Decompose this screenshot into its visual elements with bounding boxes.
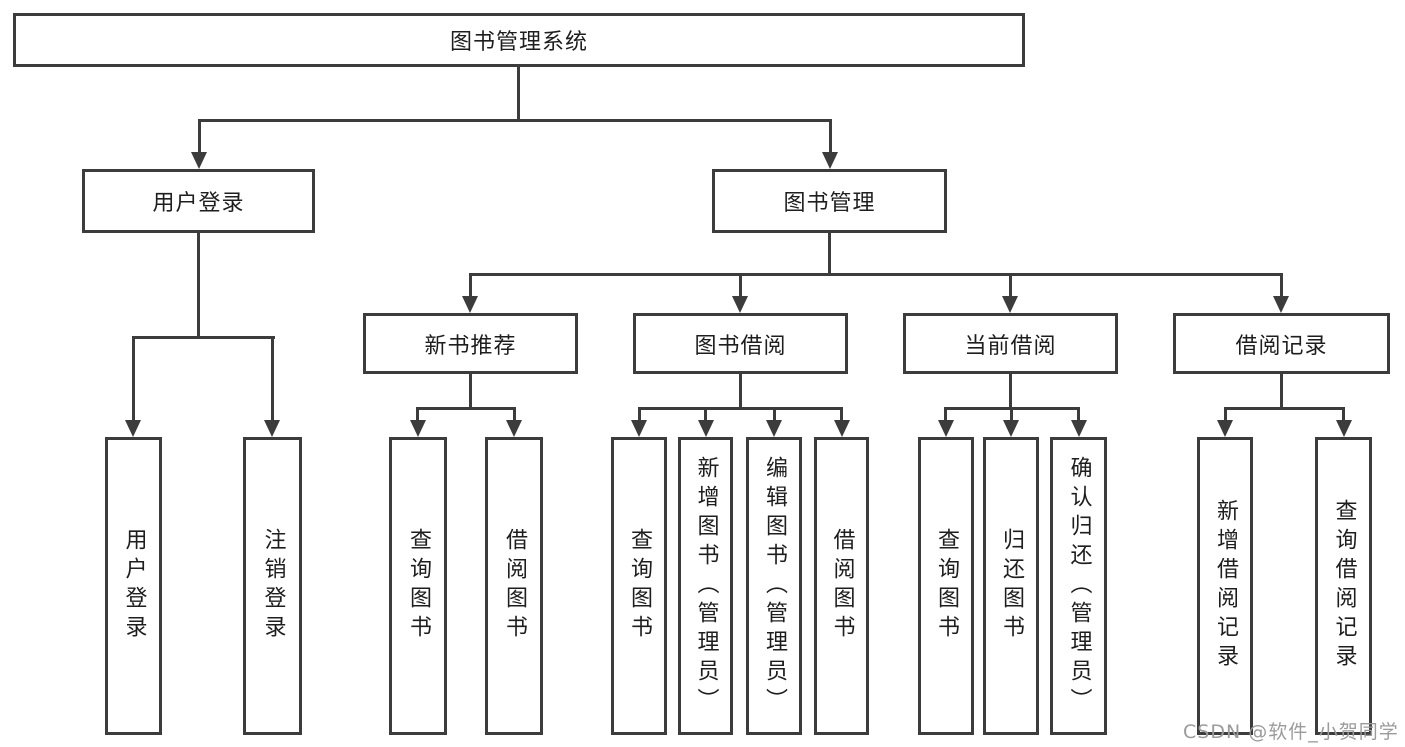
connector-segment bbox=[638, 407, 641, 423]
leaf-add-borrow-record: 新增借阅记录 bbox=[1197, 437, 1253, 735]
node-label: 用户登录 bbox=[152, 191, 245, 216]
node-label: 图书管理系统 bbox=[449, 30, 588, 55]
arrowhead-down-icon bbox=[834, 420, 850, 437]
connector-segment bbox=[132, 336, 135, 422]
arrowhead-down-icon bbox=[822, 152, 838, 169]
leaf-label: 新增图书（管理员） bbox=[693, 455, 719, 717]
leaf-borrow-books-recommend: 借阅图书 bbox=[485, 437, 543, 735]
arrowhead-down-icon bbox=[410, 420, 426, 437]
leaf-label: 用户登录 bbox=[121, 528, 147, 644]
connector-segment bbox=[1224, 407, 1344, 410]
connector-segment bbox=[840, 407, 843, 423]
leaf-query-borrow-record: 查询借阅记录 bbox=[1315, 437, 1372, 735]
connector-segment bbox=[828, 233, 831, 273]
connector-segment bbox=[739, 374, 742, 407]
node-label: 新书推荐 bbox=[424, 333, 517, 359]
connector-segment bbox=[469, 273, 1282, 276]
arrowhead-down-icon bbox=[1071, 420, 1087, 437]
arrowhead-down-icon bbox=[125, 420, 141, 437]
connector-segment bbox=[704, 407, 707, 423]
arrowhead-down-icon bbox=[732, 296, 748, 313]
arrowhead-down-icon bbox=[506, 420, 522, 437]
connector-segment bbox=[1009, 273, 1012, 299]
connector-segment bbox=[469, 374, 472, 407]
node-current-borrowing: 当前借阅 bbox=[903, 313, 1118, 374]
leaf-query-books-borrow: 查询图书 bbox=[611, 437, 667, 735]
connector-segment bbox=[1009, 374, 1012, 407]
arrowhead-down-icon bbox=[698, 420, 714, 437]
leaf-label: 确认归还（管理员） bbox=[1066, 455, 1092, 717]
leaf-label: 编辑图书（管理员） bbox=[762, 455, 787, 717]
connector-segment bbox=[638, 407, 843, 410]
leaf-query-books-current: 查询图书 bbox=[918, 437, 974, 735]
connector-segment bbox=[944, 407, 947, 423]
connector-segment bbox=[829, 119, 832, 157]
connector-segment bbox=[517, 67, 520, 119]
connector-segment bbox=[1224, 407, 1227, 423]
leaf-label: 新增借阅记录 bbox=[1213, 499, 1238, 673]
leaf-label: 查询图书 bbox=[934, 528, 959, 644]
node-book-borrowing: 图书借阅 bbox=[633, 313, 848, 374]
arrowhead-down-icon bbox=[191, 152, 207, 169]
connector-segment bbox=[739, 273, 742, 299]
arrowhead-down-icon bbox=[766, 420, 782, 437]
connector-segment bbox=[1280, 374, 1283, 407]
node-library-management-system: 图书管理系统 bbox=[13, 13, 1025, 67]
leaf-label: 借阅图书 bbox=[829, 528, 855, 644]
connector-segment bbox=[198, 119, 201, 157]
node-label: 图书管理 bbox=[783, 191, 876, 216]
leaf-add-book-admin: 新增图书（管理员） bbox=[678, 437, 733, 735]
node-user-login: 用户登录 bbox=[82, 169, 315, 233]
connector-segment bbox=[773, 407, 776, 423]
connector-segment bbox=[198, 119, 832, 122]
connector-segment bbox=[271, 336, 274, 422]
leaf-label: 查询图书 bbox=[627, 528, 652, 644]
leaf-label: 借阅图书 bbox=[502, 528, 527, 644]
node-label: 借阅记录 bbox=[1235, 333, 1328, 359]
connector-segment bbox=[1077, 407, 1080, 423]
leaf-borrow-books: 借阅图书 bbox=[814, 437, 869, 735]
csdn-watermark: CSDN @软件_小贺同学 bbox=[1183, 721, 1399, 743]
node-new-book-recommend: 新书推荐 bbox=[363, 313, 578, 374]
node-label: 当前借阅 bbox=[964, 333, 1057, 359]
arrowhead-down-icon bbox=[462, 296, 478, 313]
leaf-edit-book-admin: 编辑图书（管理员） bbox=[746, 437, 802, 735]
node-label: 图书借阅 bbox=[694, 333, 787, 359]
connector-segment bbox=[1280, 273, 1283, 299]
connector-segment bbox=[197, 233, 200, 336]
leaf-logout: 注销登录 bbox=[243, 437, 302, 735]
arrowhead-down-icon bbox=[631, 420, 647, 437]
node-book-management: 图书管理 bbox=[712, 169, 947, 233]
leaf-return-book: 归还图书 bbox=[983, 437, 1039, 735]
leaf-label: 注销登录 bbox=[260, 528, 286, 644]
arrowhead-down-icon bbox=[938, 420, 954, 437]
arrowhead-down-icon bbox=[264, 420, 280, 437]
arrowhead-down-icon bbox=[1003, 420, 1019, 437]
leaf-label: 归还图书 bbox=[999, 528, 1024, 644]
connector-segment bbox=[469, 273, 472, 299]
node-borrowing-records: 借阅记录 bbox=[1173, 313, 1390, 374]
connector-segment bbox=[1342, 407, 1345, 423]
connector-segment bbox=[132, 336, 275, 339]
connector-segment bbox=[513, 407, 516, 423]
arrowhead-down-icon bbox=[1273, 296, 1289, 313]
connector-segment bbox=[416, 407, 419, 423]
leaf-label: 查询借阅记录 bbox=[1331, 499, 1357, 673]
arrowhead-down-icon bbox=[1217, 420, 1233, 437]
connector-segment bbox=[1010, 407, 1013, 423]
connector-segment bbox=[416, 407, 516, 410]
leaf-confirm-return-admin: 确认归还（管理员） bbox=[1050, 437, 1107, 735]
arrowhead-down-icon bbox=[1002, 296, 1018, 313]
leaf-user-login: 用户登录 bbox=[105, 437, 162, 735]
leaf-query-books-recommend: 查询图书 bbox=[389, 437, 447, 735]
arrowhead-down-icon bbox=[1336, 420, 1352, 437]
leaf-label: 查询图书 bbox=[406, 528, 431, 644]
